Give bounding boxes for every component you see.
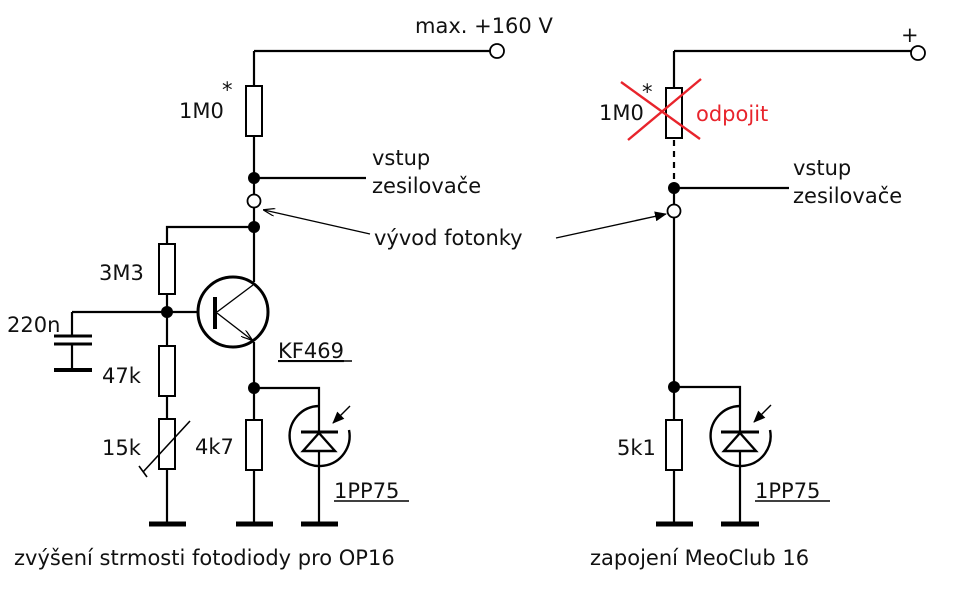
resistor-4k7-label: 4k7 <box>195 435 234 459</box>
amp-input-label-line1: vstup <box>793 156 851 180</box>
photodiode-label: 1PP75 <box>755 479 820 503</box>
resistor-1m0-label: 1M0 <box>179 99 224 123</box>
trimmer-adjust-arrow <box>142 420 191 473</box>
disconnect-note: odpojit <box>696 102 768 126</box>
photocell-terminal <box>246 193 262 209</box>
photocell-lead-annotation: vývod fotonky <box>264 210 667 250</box>
right-caption: zapojení MeoClub 16 <box>590 546 809 570</box>
photodiode-anode-triangle <box>721 431 759 453</box>
resistor-1m0-marker: * <box>642 80 653 104</box>
light-arrow-icon <box>332 405 351 424</box>
resistor-3m3-label: 3M3 <box>99 261 144 285</box>
wire <box>165 225 254 244</box>
resistor-4k7 <box>245 419 263 471</box>
transistor-collector <box>216 284 254 313</box>
resistor-1m0 <box>245 85 263 137</box>
resistor-5k1-label: 5k1 <box>617 436 656 460</box>
light-arrow-icon <box>753 404 772 423</box>
resistor-1m0-marker: * <box>222 78 233 102</box>
crossout-line-1 <box>620 81 701 140</box>
resistor-3m3 <box>158 243 176 295</box>
arrow-to-left-terminal <box>264 210 371 235</box>
left-caption: zvýšení strmosti fotodiody pro OP16 <box>14 546 395 570</box>
amp-input-label-line2: zesilovače <box>793 184 902 208</box>
supply-terminal <box>910 45 926 61</box>
photocell-terminal <box>666 203 682 219</box>
transistor-kf469 <box>196 275 270 349</box>
trimmer-15k <box>158 418 176 470</box>
photodiode-envelope <box>288 404 351 468</box>
capacitor-220n-label: 220n <box>7 313 60 337</box>
amp-input-label-line1: vstup <box>372 146 430 170</box>
photocell-lead-label: vývod fotonky <box>374 226 523 250</box>
resistor-5k1 <box>665 419 683 471</box>
photodiode-wire <box>674 385 742 524</box>
supply-label: max. +160 V <box>415 14 553 38</box>
photodiode-anode-triangle <box>300 431 338 453</box>
left-circuit: max. +160 V 1M0 * vstup zesilovače 3M3 <box>7 14 553 570</box>
supply-terminal <box>489 43 505 59</box>
arrow-to-right-terminal <box>555 211 667 239</box>
resistor-1m0-label: 1M0 <box>599 101 644 125</box>
trimmer-adjust-tick <box>138 465 148 478</box>
supply-plus-label: + <box>901 23 919 47</box>
right-circuit: + 1M0 * odpojit vstup zesilovače 5k1 1PP… <box>590 23 926 570</box>
photodiode-label: 1PP75 <box>334 479 399 503</box>
resistor-47k <box>158 345 176 397</box>
resistor-47k-label: 47k <box>102 364 142 388</box>
trimmer-15k-label: 15k <box>102 436 142 460</box>
photodiode-envelope <box>709 404 772 468</box>
transistor-emitter <box>216 312 252 340</box>
transistor-label: KF469 <box>278 339 344 363</box>
crossout-line-2 <box>627 78 702 141</box>
photodiode-wire <box>254 386 321 524</box>
amp-input-label-line2: zesilovače <box>372 174 481 198</box>
